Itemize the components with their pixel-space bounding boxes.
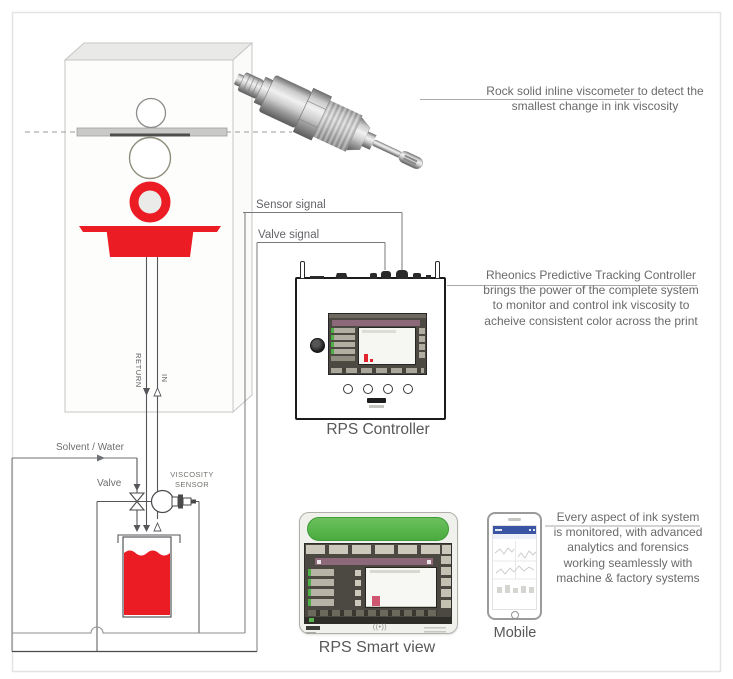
screen-toggle bbox=[355, 570, 361, 576]
return-pipe bbox=[143, 257, 150, 532]
form-roller bbox=[128, 136, 172, 180]
rps-smart-view-device: ((•)) bbox=[299, 512, 458, 634]
valve-label: Valve bbox=[97, 478, 122, 489]
screen-trend-chart bbox=[358, 327, 416, 365]
app-header-bar bbox=[493, 526, 536, 534]
header-left-arrow bbox=[317, 559, 321, 564]
screen-side-button bbox=[419, 336, 425, 342]
valve-signal-label: Valve signal bbox=[258, 229, 320, 241]
screen-header-bar bbox=[315, 558, 433, 565]
model-text-placeholder bbox=[424, 627, 446, 633]
screen-menu-button bbox=[308, 569, 334, 576]
top-connector bbox=[426, 275, 431, 279]
screen-tab-row bbox=[306, 545, 440, 554]
screen-bottom-toolbar bbox=[308, 610, 437, 616]
valve-signal-connector bbox=[381, 271, 391, 279]
rps-controller-device bbox=[295, 261, 446, 420]
screen-menu-button bbox=[331, 349, 355, 354]
viscosity-sensor-label: VISCOSITY SENSOR bbox=[170, 470, 214, 489]
screen-bottom-toolbar bbox=[331, 368, 424, 373]
front-panel-button bbox=[343, 384, 353, 394]
screen-side-button bbox=[419, 328, 425, 334]
mobile-label: Mobile bbox=[493, 625, 537, 641]
brand-badge bbox=[367, 398, 386, 403]
screen-toggle bbox=[355, 590, 361, 596]
screen-menu-button bbox=[308, 599, 334, 606]
rps-controller-label: RPS Controller bbox=[326, 421, 430, 438]
screen-menu-button bbox=[308, 589, 334, 596]
phone-speaker bbox=[508, 518, 521, 521]
rps-smart-view-label: RPS Smart view bbox=[318, 639, 436, 656]
valve-symbol bbox=[128, 492, 146, 511]
tablet-screen bbox=[304, 543, 452, 624]
screen-menu-button bbox=[331, 342, 355, 347]
brand-glyph-text bbox=[306, 632, 316, 634]
ink-fountain bbox=[79, 226, 221, 257]
solvent-water-label: Solvent / Water bbox=[56, 442, 124, 453]
phone-screen bbox=[492, 525, 537, 610]
chart-title-placeholder bbox=[362, 330, 396, 333]
in-pipe bbox=[153, 257, 162, 532]
screen-corner-button bbox=[442, 545, 451, 554]
controller-screen bbox=[328, 313, 427, 375]
screen-menu-button bbox=[331, 356, 355, 361]
app-subheader bbox=[493, 534, 536, 539]
header-right-arrow bbox=[427, 559, 431, 564]
mobile-device bbox=[487, 512, 542, 620]
screen-trend-chart bbox=[365, 567, 437, 608]
chart-title-placeholder bbox=[370, 570, 420, 573]
solvent-water-line bbox=[11, 454, 141, 652]
sensor-signal-label: Sensor signal bbox=[256, 199, 326, 211]
anilox-ink-roller bbox=[129, 181, 171, 223]
header-title-placeholder bbox=[495, 529, 502, 531]
screen-status-bar bbox=[305, 617, 451, 623]
screen-menu-button bbox=[331, 335, 355, 340]
brand-badge-text bbox=[369, 405, 384, 408]
front-panel-button bbox=[403, 384, 413, 394]
screen-toggle bbox=[355, 600, 361, 606]
antenna-right bbox=[435, 261, 440, 279]
home-button bbox=[510, 611, 519, 619]
chart-red-bar bbox=[364, 354, 368, 362]
top-connector bbox=[335, 273, 348, 279]
header-dot bbox=[533, 529, 535, 531]
front-panel-button bbox=[383, 384, 393, 394]
front-panel-button bbox=[363, 384, 373, 394]
screen-side-button bbox=[419, 352, 425, 358]
impression-roller bbox=[135, 97, 167, 129]
page-border bbox=[11, 11, 722, 673]
screen-header-bar bbox=[332, 320, 420, 326]
screen-menu-button bbox=[308, 579, 334, 586]
header-dot bbox=[529, 529, 531, 531]
ink-tank bbox=[117, 534, 181, 618]
return-pipe-label: RETURN bbox=[134, 353, 143, 388]
chart-red-marker bbox=[370, 359, 373, 362]
screen-toggle bbox=[355, 580, 361, 586]
screen-titlebar bbox=[329, 314, 426, 318]
screen-menu-button bbox=[331, 328, 355, 333]
screen-side-button bbox=[419, 344, 425, 350]
screen-side-button-column bbox=[441, 556, 451, 610]
viscometer-photo bbox=[234, 72, 423, 170]
chart-pink-bar bbox=[372, 596, 380, 607]
ecosystem-note: Every aspect of ink system is monitored,… bbox=[553, 510, 703, 585]
in-pipe-label: IN bbox=[160, 374, 169, 383]
phone-analytics-charts bbox=[493, 541, 536, 593]
power-knob bbox=[310, 338, 325, 353]
tablet-handle-bar bbox=[307, 517, 449, 541]
viscometer-note: Rock solid inline viscometer to detect t… bbox=[486, 84, 704, 114]
controller-note: Rheonics Predictive Tracking Controller … bbox=[483, 268, 699, 328]
brand-glyph bbox=[306, 626, 320, 630]
top-connector bbox=[370, 273, 377, 279]
speaker-dock-icon: ((•)) bbox=[372, 624, 388, 631]
signal-wiring bbox=[12, 212, 403, 653]
antenna-left bbox=[300, 261, 305, 279]
pump-and-viscosity-sensor bbox=[150, 489, 196, 514]
top-connector bbox=[310, 276, 324, 279]
sensor-signal-connector bbox=[396, 270, 408, 279]
chart-baseline bbox=[366, 606, 436, 607]
top-connector bbox=[413, 273, 421, 279]
status-green-indicator bbox=[309, 618, 314, 622]
